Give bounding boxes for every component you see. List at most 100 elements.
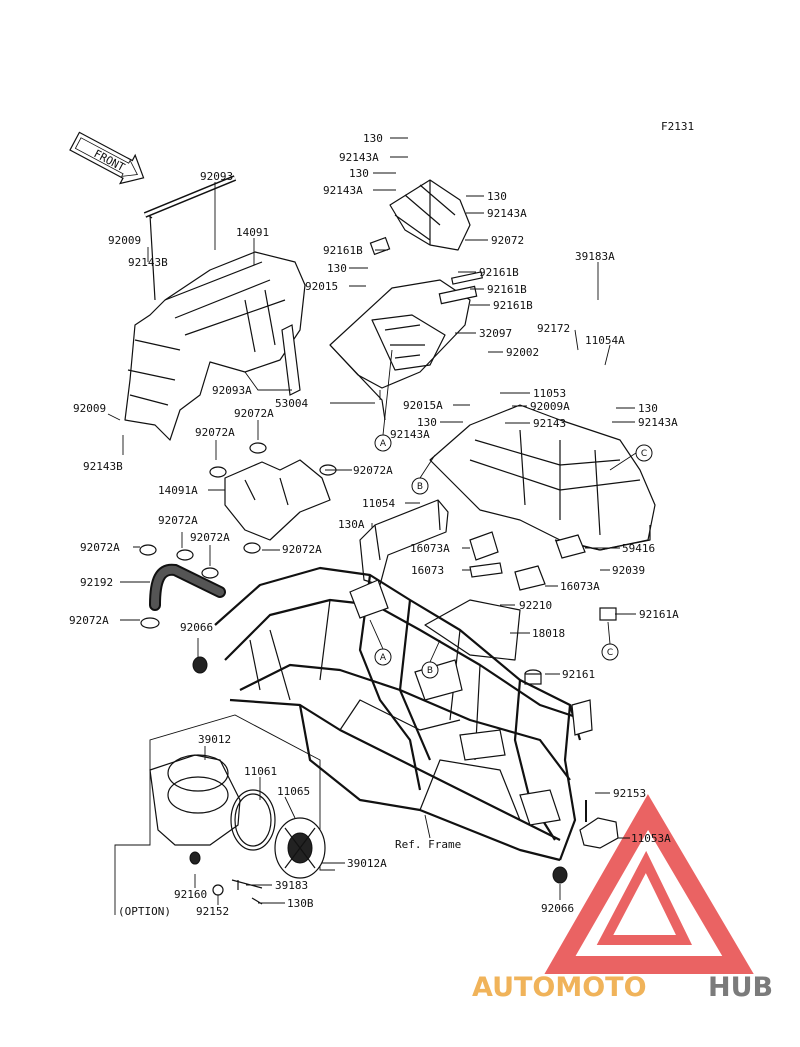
label-92161B-3: 92161B <box>487 283 527 296</box>
pad-16073A <box>469 531 586 591</box>
label-92009-2: 92009 <box>73 402 106 415</box>
label-53004: 53004 <box>275 397 308 410</box>
ref-circle-a-top: A <box>374 434 392 452</box>
label-92172: 92172 <box>537 322 570 335</box>
label-130A: 130A <box>338 518 365 531</box>
label-130-1: 130 <box>363 132 383 145</box>
label-14091A: 14091A <box>158 484 198 497</box>
label-11053: 11053 <box>533 387 566 400</box>
label-92002: 92002 <box>506 346 539 359</box>
watermark-text-part1: AUTOMOTO <box>472 972 647 1003</box>
label-14091: 14091 <box>236 226 269 239</box>
label-16073A-1: 16073A <box>410 542 450 555</box>
label-92143A-1: 92143A <box>339 151 379 164</box>
leader-lines <box>107 137 636 905</box>
figure-code: F2131 <box>661 120 694 133</box>
label-92072A-1: 92072A <box>234 407 274 420</box>
label-92072A-7: 92072A <box>282 543 322 556</box>
main-frame <box>214 566 593 862</box>
front-arrow-icon <box>69 131 145 185</box>
lower-guard-14091A <box>224 459 331 541</box>
watermark-text-part2: HUB <box>708 972 773 1003</box>
svg-text:B: B <box>417 482 423 492</box>
label-11054: 11054 <box>362 497 395 510</box>
label-130-6: 130 <box>638 402 658 415</box>
upper-bracket-92072 <box>369 179 471 256</box>
label-92039: 92039 <box>612 564 645 577</box>
label-92009-1: 92009 <box>108 234 141 247</box>
label-92015: 92015 <box>305 280 338 293</box>
label-92072A-3: 92072A <box>353 464 393 477</box>
label-92143B-1: 92143B <box>128 256 168 269</box>
label-92072A-4: 92072A <box>158 514 198 527</box>
svg-text:C: C <box>607 648 613 658</box>
label-11054A: 11054A <box>585 334 625 347</box>
bushing-92066-right <box>552 866 568 884</box>
label-92009A: 92009A <box>530 400 570 413</box>
svg-text:A: A <box>380 653 387 663</box>
label-92072A-5: 92072A <box>80 541 120 554</box>
label-130-4: 130 <box>327 262 347 275</box>
label-92161B-2: 92161B <box>479 266 519 279</box>
clamp-rings-92072A <box>139 442 337 629</box>
label-130-5: 130 <box>417 416 437 429</box>
svg-text:B: B <box>427 666 433 676</box>
label-39012: 39012 <box>198 733 231 746</box>
label-92161B-1: 92161B <box>323 244 363 257</box>
label-18018: 18018 <box>532 627 565 640</box>
label-92093: 92093 <box>200 170 233 183</box>
label-92072A-8: 92072A <box>69 614 109 627</box>
label-92161A: 92161A <box>639 608 679 621</box>
svg-text:A: A <box>380 439 387 449</box>
mount-11053A <box>579 800 619 849</box>
label-92072: 92072 <box>491 234 524 247</box>
label-11061: 11061 <box>244 765 277 778</box>
skid-plate-18018 <box>424 599 521 661</box>
label-92015A: 92015A <box>403 399 443 412</box>
label-130B: 130B <box>287 897 314 910</box>
fender-panel-14091 <box>124 175 306 441</box>
label-92160: 92160 <box>174 888 207 901</box>
label-92066-2: 92066 <box>541 902 574 915</box>
label-11053A: 11053A <box>631 832 671 845</box>
label-92066-1: 92066 <box>180 621 213 634</box>
label-92161B-4: 92161B <box>493 299 533 312</box>
label-92153: 92153 <box>613 787 646 800</box>
label-92210: 92210 <box>519 599 552 612</box>
bushing-92066-left <box>192 656 208 674</box>
label-92072A-2: 92072A <box>195 426 235 439</box>
label-ref-frame: Ref. Frame <box>395 838 461 851</box>
option-muffler-group <box>114 714 335 915</box>
label-92143A-4: 92143A <box>390 428 430 441</box>
label-92143A-3: 92143A <box>487 207 527 220</box>
grommet-92161A <box>599 607 617 621</box>
label-92161: 92161 <box>562 668 595 681</box>
label-16073A-2: 16073A <box>560 580 600 593</box>
label-92093A: 92093A <box>212 384 252 397</box>
label-92192: 92192 <box>80 576 113 589</box>
label-39012A: 39012A <box>347 857 387 870</box>
label-92143: 92143 <box>533 417 566 430</box>
label-option: (OPTION) <box>118 905 171 918</box>
label-32097: 32097 <box>479 327 512 340</box>
label-92143B-2: 92143B <box>83 460 123 473</box>
part-labels: 130 92143A 130 92143A 130 92143A 92072 9… <box>69 132 679 918</box>
ref-circle-c-top: C <box>635 444 653 462</box>
label-92152: 92152 <box>196 905 229 918</box>
label-130-3: 130 <box>487 190 507 203</box>
cap-92161 <box>524 669 542 685</box>
rear-tray-59416 <box>429 404 656 551</box>
watermark-logo <box>544 794 754 974</box>
label-130-2: 130 <box>349 167 369 180</box>
label-92143A-2: 92143A <box>323 184 363 197</box>
battery-cover-32097 <box>329 271 484 421</box>
label-92143A-5: 92143A <box>638 416 678 429</box>
svg-text:C: C <box>641 449 647 459</box>
ref-circle-a-bottom: A <box>374 648 392 666</box>
label-92072A-6: 92072A <box>190 531 230 544</box>
label-59416: 59416 <box>622 542 655 555</box>
label-16073: 16073 <box>411 564 444 577</box>
ref-circle-b-top: B <box>411 477 429 495</box>
label-39183A: 39183A <box>575 250 615 263</box>
